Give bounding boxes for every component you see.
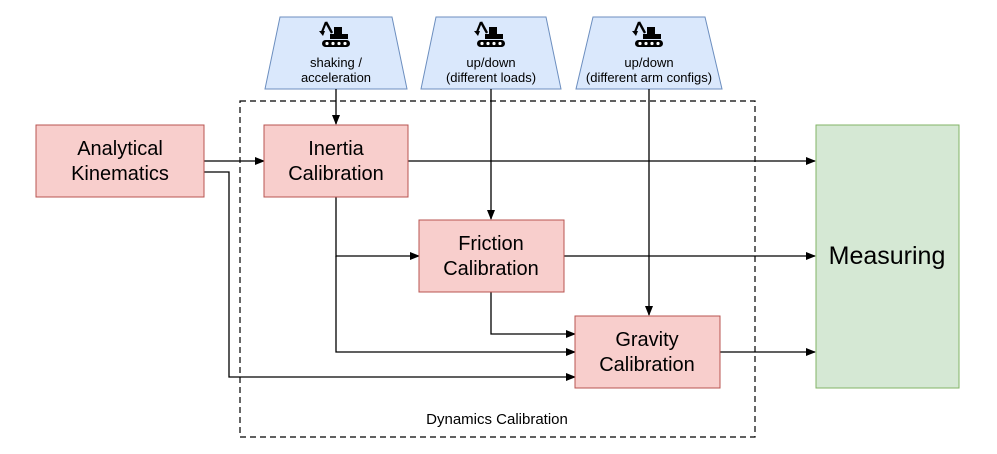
excitation-label-line1: up/down (624, 55, 673, 70)
excitation-label-line1: shaking / (310, 55, 362, 70)
block-label-line1: Analytical (77, 138, 163, 160)
arrow-friction-to-gravity (490, 292, 576, 338)
block-label-line1: Inertia (308, 138, 364, 160)
block-label-line2: Calibration (288, 163, 384, 185)
dynamics-calibration-group (239, 100, 756, 438)
block-label-line1: Friction (458, 233, 524, 255)
group-label: Dynamics Calibration (426, 411, 568, 428)
arrow-inertia-to-gravity (335, 256, 576, 356)
arrow-kinematics-to-gravity (204, 171, 576, 381)
excitation-label-line2: (different loads) (446, 70, 536, 85)
block-label-line2: Kinematics (71, 163, 169, 185)
excitation-label-line1: up/down (466, 55, 515, 70)
inertia-calibration-block: Inertia Calibration (263, 124, 409, 198)
excitation-label-line2: (different arm configs) (586, 70, 712, 85)
measuring-block: Measuring (815, 124, 960, 389)
connectors (204, 89, 816, 381)
excitation-shaking: shaking / acceleration (264, 16, 408, 90)
analytical-kinematics-block: Analytical Kinematics (35, 124, 205, 198)
block-label-line2: Calibration (443, 258, 539, 280)
block-label-line2: Calibration (599, 354, 695, 376)
arrow-inertia-to-friction (335, 197, 420, 260)
block-label-line1: Gravity (615, 329, 678, 351)
gravity-calibration-block: Gravity Calibration (574, 315, 721, 389)
block-label: Measuring (829, 242, 946, 270)
excitation-arm-configs: up/down (different arm configs) (575, 16, 723, 90)
friction-calibration-block: Friction Calibration (418, 219, 565, 293)
excitation-loads: up/down (different loads) (420, 16, 562, 90)
excitation-label-line2: acceleration (301, 70, 371, 85)
